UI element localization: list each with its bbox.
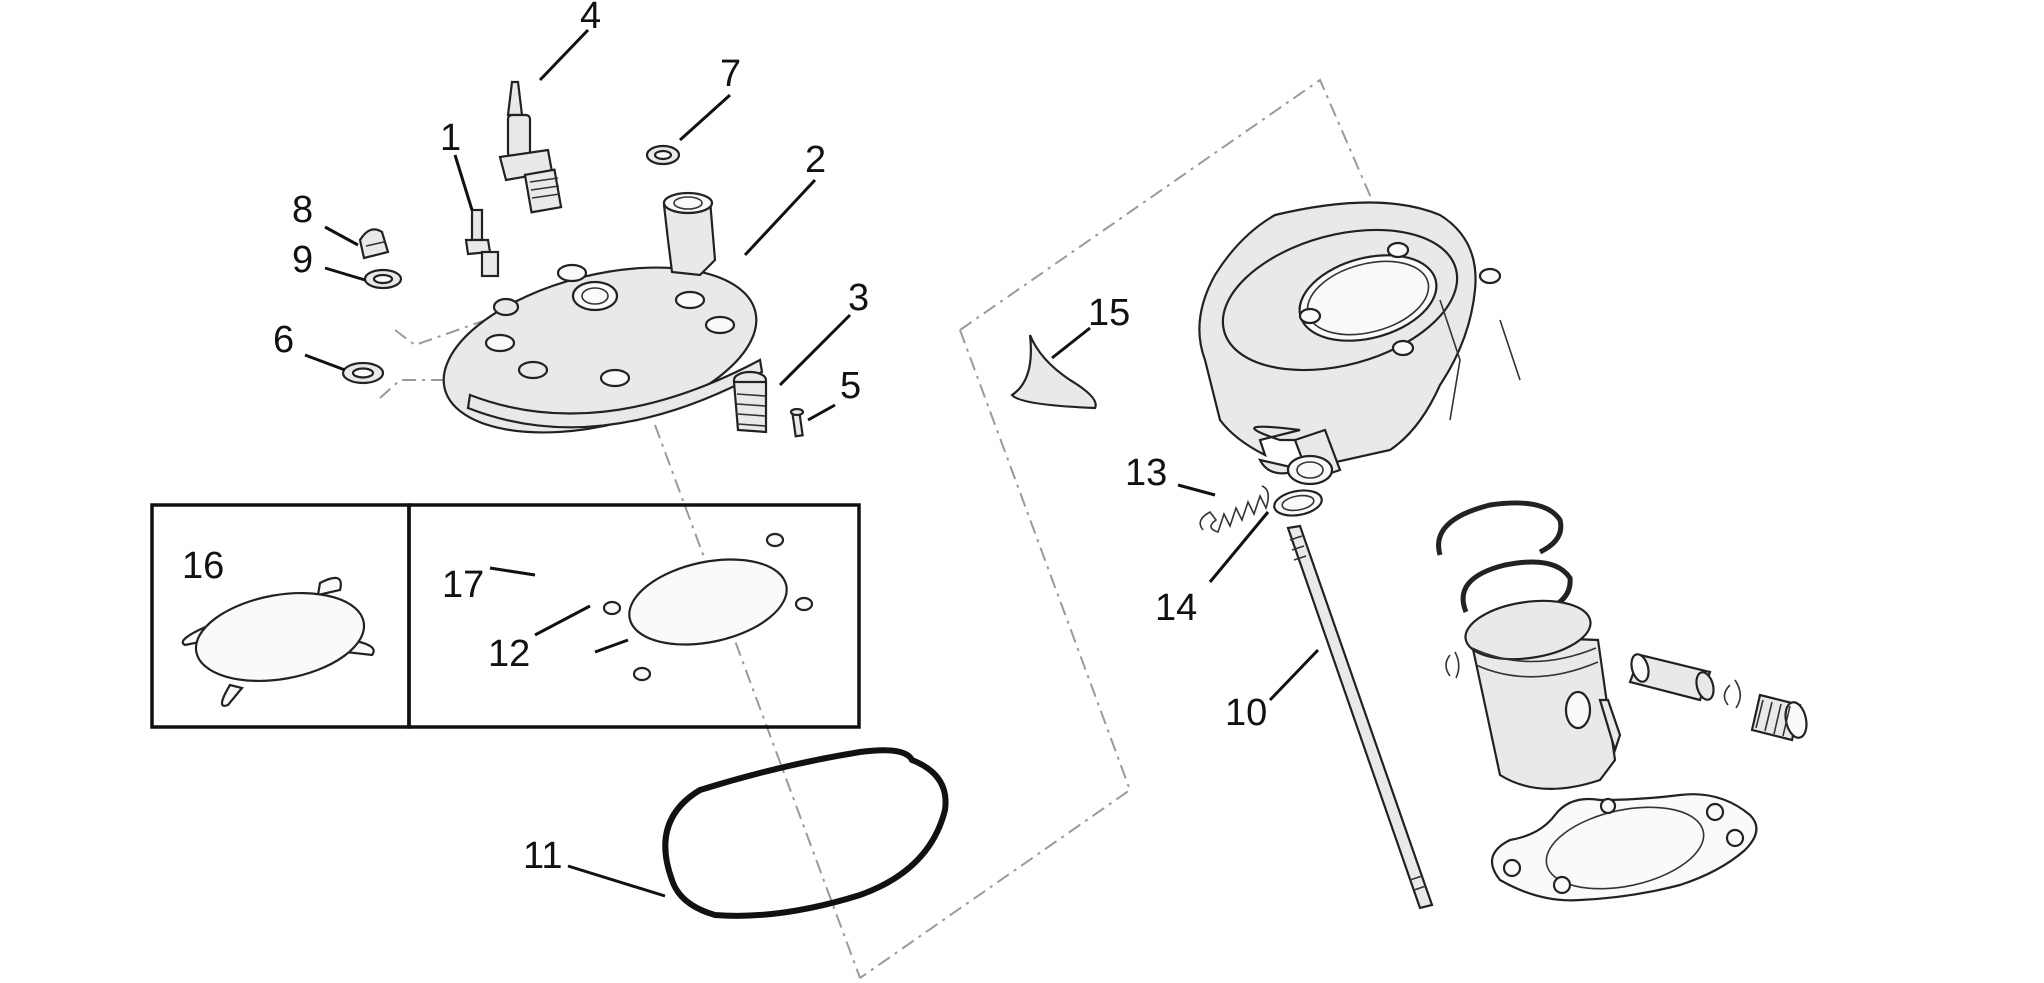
- callout-13: 13: [1125, 452, 1167, 494]
- small-o-rings-17[interactable]: [602, 532, 814, 682]
- gasket-kit-box-16: [150, 503, 411, 729]
- assembly-guide-lines: [379, 78, 1386, 979]
- leader-lines: [304, 28, 1320, 898]
- spark-plug[interactable]: [498, 80, 563, 214]
- callout-8: 8: [292, 189, 313, 231]
- callout-1: 1: [440, 117, 461, 159]
- piston-rings[interactable]: [1436, 500, 1573, 613]
- callout-labels: 1 2 3 4 5 6 7 8 9 10 11 12 13 14 15 16 1…: [182, 0, 1267, 877]
- callout-7: 7: [720, 53, 741, 95]
- callout-5: 5: [840, 365, 861, 407]
- stud[interactable]: [1286, 524, 1434, 910]
- cylinder-barrel[interactable]: [1198, 201, 1521, 486]
- large-o-ring[interactable]: [662, 747, 949, 919]
- washer-9[interactable]: [363, 268, 403, 290]
- temperature-sensor[interactable]: [464, 208, 500, 278]
- washer-6[interactable]: [341, 361, 385, 385]
- callout-16: 16: [182, 545, 224, 587]
- callout-12: 12: [488, 633, 530, 675]
- callout-9: 9: [292, 239, 313, 281]
- thermostat[interactable]: [732, 370, 768, 434]
- gasket-kit-box-12: [407, 503, 861, 729]
- callout-6: 6: [273, 319, 294, 361]
- circlip[interactable]: [1272, 487, 1323, 519]
- callout-14: 14: [1155, 587, 1197, 629]
- piston[interactable]: [1462, 594, 1622, 790]
- callout-3: 3: [848, 277, 869, 319]
- head-gasket-with-tabs[interactable]: [181, 576, 375, 707]
- screw-cap[interactable]: [358, 228, 390, 260]
- callout-2: 2: [805, 139, 826, 181]
- callout-4: 4: [580, 0, 601, 37]
- callout-10: 10: [1225, 692, 1267, 734]
- spring[interactable]: [1199, 485, 1270, 533]
- bleed-screw[interactable]: [789, 407, 805, 438]
- callout-15: 15: [1088, 292, 1130, 334]
- base-gasket[interactable]: [1490, 793, 1758, 902]
- o-ring-12[interactable]: [621, 546, 794, 658]
- callout-17: 17: [442, 564, 484, 606]
- cylinder-head[interactable]: [427, 191, 774, 461]
- callout-11: 11: [523, 835, 562, 877]
- needle-bearing[interactable]: [1750, 693, 1810, 742]
- washer-7[interactable]: [645, 144, 681, 166]
- deflector-plate[interactable]: [1010, 334, 1097, 410]
- piston-pin-clips[interactable]: [1445, 651, 1742, 709]
- piston-pin[interactable]: [1628, 652, 1717, 702]
